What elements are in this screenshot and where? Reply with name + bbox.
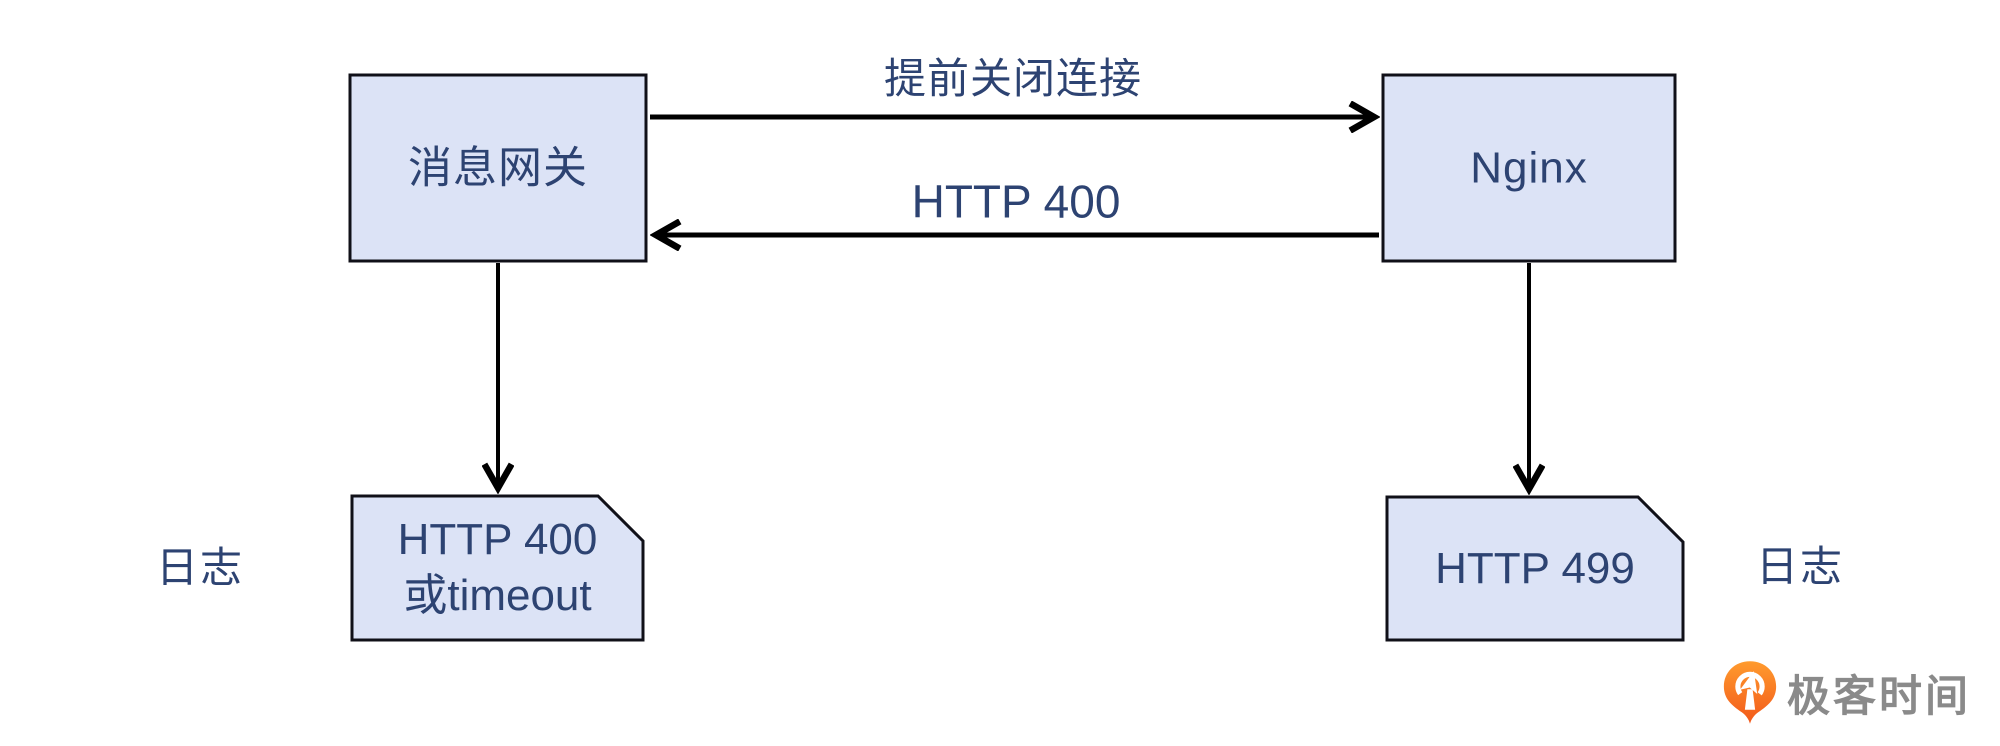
gateway-log-doc-text: HTTP 400 或timeout: [352, 496, 643, 640]
log-caption-right: 日志: [1755, 542, 1845, 590]
gateway-log-doc-shape: [350, 494, 645, 642]
geektime-logo-icon: [1723, 661, 1777, 724]
nginx-node-label: Nginx: [1470, 143, 1588, 193]
edge-http400-label: HTTP 400: [911, 175, 1121, 228]
nginx-log-doc-text: HTTP 499: [1387, 497, 1683, 640]
geektime-logo: 极客时间: [1722, 660, 1971, 726]
nginx-node-box: [1381, 73, 1677, 263]
gateway-log-line-2: 或timeout: [403, 571, 592, 620]
gateway-node-box: [348, 73, 648, 263]
log-caption-left: 日志: [155, 543, 245, 591]
gateway-log-line-1: HTTP 400: [397, 515, 598, 564]
edge-close-connection-label: 提前关闭连接: [883, 54, 1143, 102]
nginx-log-line-1: HTTP 499: [1435, 543, 1635, 593]
geektime-logo-text: 极客时间: [1787, 673, 1971, 721]
nginx-log-doc-shape: [1385, 495, 1685, 642]
gateway-node-label: 消息网关: [408, 143, 588, 193]
